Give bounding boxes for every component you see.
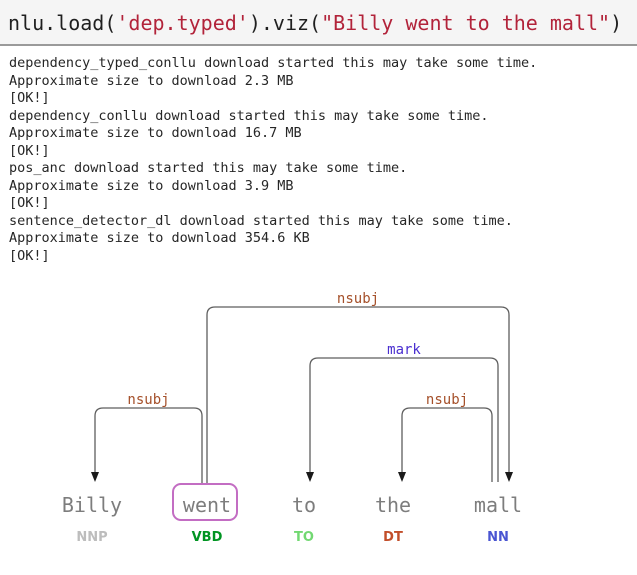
dep-pos-tag: DT: [383, 530, 403, 545]
dep-arrow-down-icon: [505, 472, 513, 482]
code-token-plain: ).viz(: [248, 11, 322, 35]
code-cell[interactable]: nlu.load('dep.typed').viz("Billy went to…: [0, 0, 637, 46]
dep-arc: [401, 407, 493, 482]
console-line: pos_anc download started this may take s…: [9, 160, 408, 176]
dep-pos-tag: NNP: [76, 530, 107, 545]
console-line: Approximate size to download 3.9 MB: [9, 177, 294, 194]
code-token-string: "Billy went to the mall": [321, 11, 611, 35]
console-line: Approximate size to download 2.3 MB: [9, 72, 294, 89]
dep-pos-tag: NN: [487, 530, 509, 545]
dep-arc-label: nsubj: [127, 392, 169, 408]
dep-arc: [206, 306, 510, 484]
console-line: sentence_detector_dl download started th…: [9, 212, 513, 229]
dep-word: mall: [474, 493, 522, 517]
console-line: [OK!]: [9, 142, 50, 159]
dep-arc: [94, 407, 203, 484]
console-line: [OK!]: [9, 195, 50, 211]
console-line: [OK!]: [9, 247, 50, 264]
dep-pos-tag: TO: [294, 530, 314, 545]
code-token-plain: nlu.load(: [8, 11, 117, 35]
dep-arc-label: nsubj: [337, 291, 379, 307]
dep-arc-label: mark: [387, 342, 421, 358]
console-line: [OK!]: [9, 90, 50, 106]
console-line: Approximate size to download 354.6 KB: [9, 230, 310, 246]
code-line: nlu.load('dep.typed').viz("Billy went to…: [8, 10, 629, 36]
dep-arrow-down-icon: [306, 472, 314, 482]
console-line: dependency_conllu download started this …: [9, 107, 489, 124]
dep-arc: [309, 357, 499, 482]
code-token-string: 'dep.typed': [116, 11, 249, 35]
dep-word: to: [292, 493, 316, 517]
dep-word-box: [172, 483, 238, 521]
code-token-plain: ): [610, 11, 623, 35]
console-output: dependency_typed_conllu download started…: [0, 46, 637, 265]
dep-pos-tag: VBD: [192, 530, 223, 545]
dep-word: went: [183, 493, 231, 517]
dep-arrow-down-icon: [398, 472, 406, 482]
dep-word: the: [375, 493, 411, 517]
dep-arc-label: nsubj: [426, 392, 468, 408]
dep-arrow-down-icon: [91, 472, 99, 482]
console-line: dependency_typed_conllu download started…: [9, 55, 538, 71]
console-line: Approximate size to download 16.7 MB: [9, 125, 302, 141]
dep-word: Billy: [62, 493, 122, 517]
